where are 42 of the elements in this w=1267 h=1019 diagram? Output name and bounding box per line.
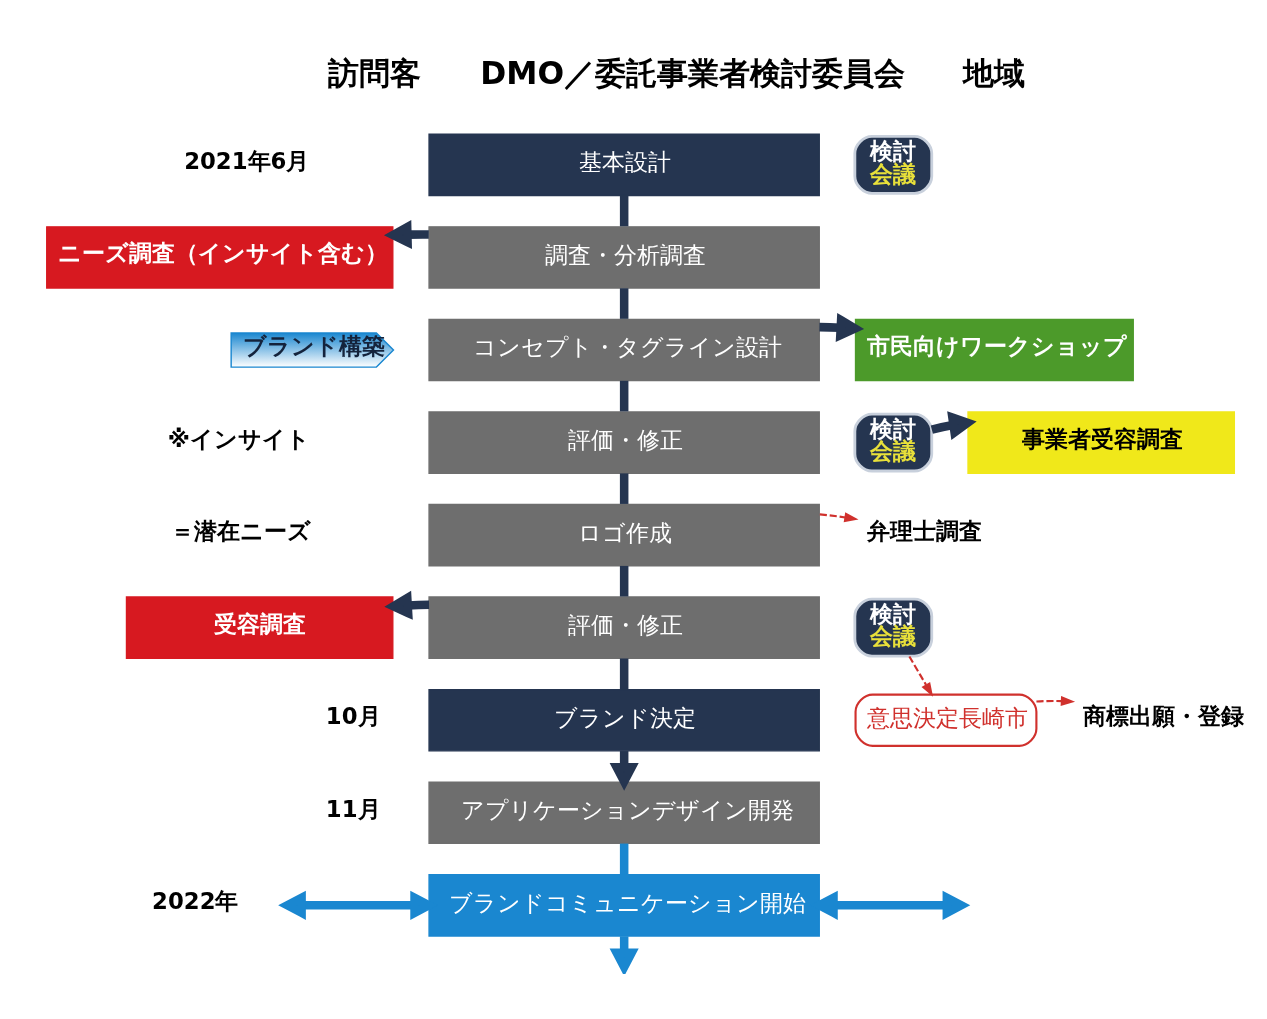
arrow [908,655,934,697]
arrow [384,590,430,620]
arrow [383,219,429,249]
label: 2022年 [152,887,239,914]
label: 訪問客 [327,54,421,91]
connector [619,195,629,226]
connector [619,657,629,689]
label: ※インサイト [167,425,310,452]
node-box: 意思決定長崎市 [854,693,1038,747]
node-box: 受容調査 [125,595,394,659]
node-box: 評価・修正 [428,595,820,659]
label: 2021年6月 [184,147,310,174]
node-box: 検討 会議 [853,412,934,472]
connector [619,287,629,319]
node-box: コンセプト・タグライン設計 [428,318,820,381]
arrow [819,511,859,522]
connector [619,472,629,504]
node-box: 基本設計 [428,133,820,196]
node-box: 検討 会議 [853,597,934,658]
node-box: ロゴ作成 [428,503,820,566]
node-box: 市民向けワークショップ [854,318,1134,381]
label: DMO／委託事業者検討委員会 [480,54,906,91]
node-text: 商標出願・登録 [1083,702,1245,729]
node-box: 調査・分析調査 [428,225,820,289]
node-box: アプリケーションデザイン開発 [428,780,820,844]
node-text: 弁理士調査 [866,517,982,544]
label: 10月 [325,702,381,729]
arrow [930,410,977,440]
node-box: ニーズ調査（インサイト含む） [46,225,394,289]
connector [619,380,629,411]
label: 11月 [325,795,381,822]
connector [619,565,629,596]
connector [619,843,629,874]
node-box: 検討 会議 [853,134,934,195]
label: ＝潜在ニーズ [170,517,311,544]
node-box: ブランドコミュニケーション開始 [428,873,820,937]
node-box: ブランド決定 [428,688,820,752]
arrow [819,312,865,342]
arrow [1036,695,1076,706]
label: 地域 [963,54,1026,91]
node-box: 評価・修正 [428,410,820,474]
node-box: 事業者受容調査 [967,410,1236,474]
